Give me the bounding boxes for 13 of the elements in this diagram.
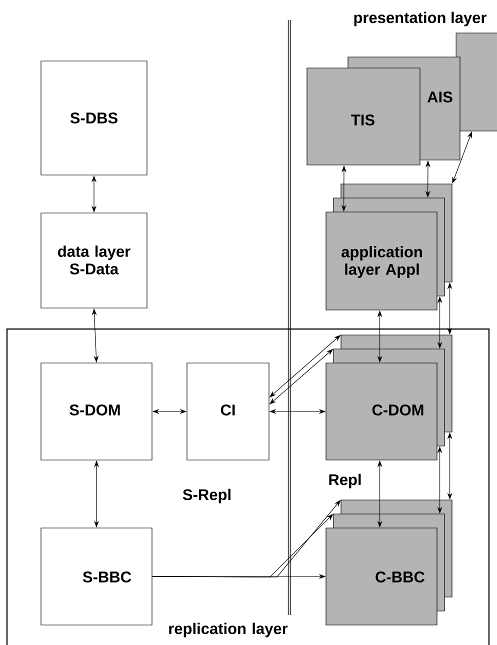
component-box: S-DBS <box>40 60 148 176</box>
component-box: S-BBC <box>40 528 152 626</box>
card-stack: application layer Appl <box>326 184 452 310</box>
component-box: S-DOM <box>40 362 152 460</box>
component-box: data layer S-Data <box>40 212 148 308</box>
shaded-box: TIS <box>306 68 420 166</box>
card-stack: C-DOM <box>326 334 452 460</box>
layer-label: presentation layer <box>354 12 486 26</box>
layer-label: Repl <box>329 474 361 488</box>
component-box: CI <box>186 362 270 460</box>
layer-label: S-Repl <box>182 488 230 504</box>
card-stack: C-BBC <box>326 500 452 626</box>
shaded-box <box>456 32 497 132</box>
